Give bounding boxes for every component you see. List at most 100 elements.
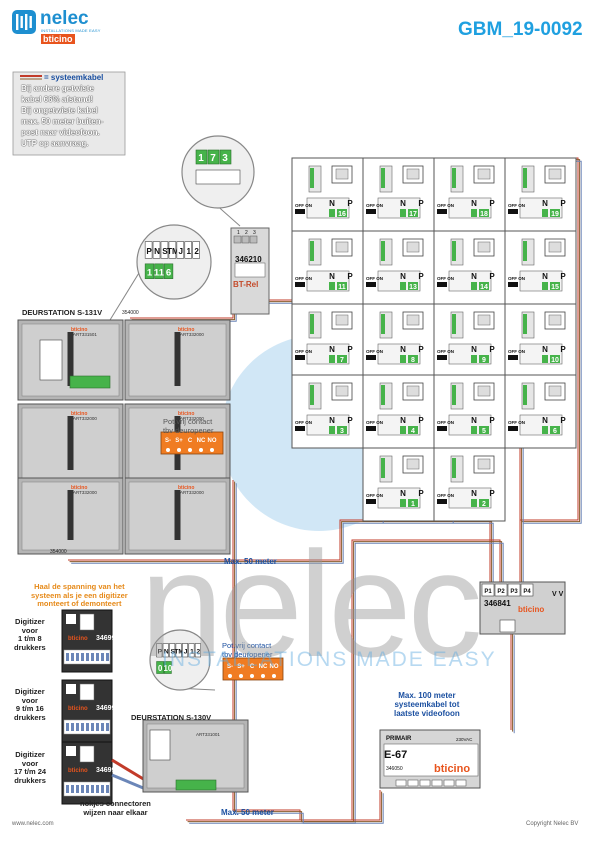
- monitor-screen-inner: [477, 168, 491, 180]
- logo-brand: nelec: [40, 8, 89, 29]
- digitizer-2-pin: [106, 723, 109, 731]
- digitizer-3-pin: [91, 785, 94, 793]
- monitor-address-number: 4: [411, 428, 415, 435]
- monitor-switch-label: OFF ON: [295, 349, 312, 354]
- terminal-zoom-top-label: TM: [167, 247, 179, 256]
- monitor-address-number: 1: [411, 501, 415, 508]
- monitor-switch: [366, 282, 376, 287]
- monitor-connector-green: [452, 458, 456, 478]
- monitor-connector-green: [310, 314, 314, 334]
- monitor-p-label: P: [418, 345, 424, 354]
- legend-box: [12, 71, 126, 156]
- monitor-switch-label: OFF ON: [366, 276, 383, 281]
- psu-code-top: 230VAC: [456, 737, 473, 742]
- legend-line: max. 50 meter buiten-: [21, 117, 104, 126]
- monitor-n-label: N: [400, 416, 406, 425]
- monitor-switch-label: OFF ON: [508, 203, 525, 208]
- digitizer-2-pin: [71, 723, 74, 731]
- monitor-n-label: N: [471, 416, 477, 425]
- monitor-switch: [508, 426, 518, 431]
- monitor-n-cell: [329, 355, 335, 363]
- logo-tagline: INSTALLATIONS MADE EASY: [41, 28, 101, 33]
- watermark-text: nelec: [140, 520, 483, 688]
- monitor-switch: [437, 282, 447, 287]
- monitor-connector-green: [452, 241, 456, 261]
- monitor-n-label: N: [471, 199, 477, 208]
- monitor-address-number: 19: [551, 211, 559, 218]
- terminal-zoom-top-label: 2: [194, 247, 199, 256]
- monitor-n-label: N: [400, 345, 406, 354]
- digitizer-1-pin: [66, 653, 69, 661]
- monitor-n-label: N: [329, 345, 335, 354]
- digitizer-3-pin: [81, 785, 84, 793]
- terminal-zoom-top-label: 1: [186, 247, 191, 256]
- psu-label: PRIMAIR: [386, 736, 412, 742]
- terminal-zoom-top-cell: [184, 241, 193, 259]
- digitizer-3-pin: [71, 785, 74, 793]
- monitor-switch: [295, 282, 305, 287]
- watermark-tagline: INSTALLATIONS MADE EASY: [162, 648, 497, 671]
- monitor-address-number: 18: [480, 211, 488, 218]
- psu-terminal: [455, 779, 467, 787]
- digitizer-note: Haal de spanning van het systeem als je …: [31, 582, 128, 609]
- monitor-screen-inner: [335, 314, 349, 326]
- station-top-module-slot: [67, 490, 74, 540]
- distributor-code: 346841: [484, 599, 511, 608]
- monitor-n-label: N: [400, 489, 406, 498]
- monitor-p-label: P: [489, 272, 495, 281]
- monitor-switch-label: OFF ON: [366, 493, 383, 498]
- relay-zoom-value: 7: [210, 153, 216, 164]
- monitor-n-label: N: [400, 272, 406, 281]
- monitor-address-number: 13: [409, 284, 417, 291]
- station-top-module-art: ART332000: [73, 416, 97, 421]
- digitizer-1-ce: [66, 614, 76, 624]
- monitor-switch-label: OFF ON: [508, 420, 525, 425]
- monitor-p-cell: [479, 499, 489, 507]
- monitor-n-label: N: [471, 272, 477, 281]
- monitor-connector-green: [523, 385, 527, 405]
- monitor-screen-inner: [335, 385, 349, 397]
- psu-terminal: [443, 779, 455, 787]
- digitizer-3-pin: [101, 785, 104, 793]
- monitor-p-label: P: [560, 345, 566, 354]
- monitor-screen-inner: [548, 385, 562, 397]
- distributor-port-label: P2: [497, 589, 505, 595]
- logo-mark: [12, 10, 36, 34]
- monitor-p-label: P: [489, 345, 495, 354]
- terminal-zoom-top-value: 6: [166, 267, 171, 278]
- monitor-n-label: N: [471, 345, 477, 354]
- station-top-module-brand: bticino: [71, 327, 87, 333]
- monitor-n-cell: [542, 209, 548, 217]
- digitizer-2-brand: bticino: [68, 706, 88, 712]
- monitor-p-cell: [479, 282, 489, 290]
- station-top-module-brand: bticino: [178, 327, 194, 333]
- monitor-screen-inner: [406, 385, 420, 397]
- monitor-switch: [366, 209, 376, 214]
- monitor-p-label: P: [560, 199, 566, 208]
- monitor-screen-inner: [477, 458, 491, 470]
- monitor-n-label: N: [329, 416, 335, 425]
- monitor-screen-inner: [548, 168, 562, 180]
- terminal-zoom-top-value: 11: [154, 267, 165, 278]
- monitor-p-cell: [337, 426, 347, 434]
- monitor-connector-green: [452, 314, 456, 334]
- monitor-n-label: N: [542, 272, 548, 281]
- contact-bottom-title: Pot.vrij contact tbv deuropener: [222, 641, 273, 659]
- monitor-connector-green: [381, 314, 385, 334]
- monitor-connector-green: [381, 168, 385, 188]
- monitor-switch-label: OFF ON: [295, 420, 312, 425]
- contact-bottom-screw: [228, 674, 232, 678]
- terminal-zoom-top-label: P: [146, 247, 152, 256]
- monitor-p-cell: [550, 426, 560, 434]
- monitor-n-cell: [471, 282, 477, 290]
- terminal-zoom-bottom-cell: [194, 643, 201, 658]
- contact-top-label: S-: [165, 438, 171, 444]
- digitizer-label-1: Digitizer voor 1 t/m 8 drukkers: [14, 617, 46, 652]
- terminal-zoom-bottom-label: N: [164, 648, 169, 655]
- station-top-cable-bottom: 354000: [50, 549, 67, 555]
- monitor-screen-inner: [477, 385, 491, 397]
- contact-top-label: S+: [175, 438, 183, 444]
- contact-top-label: NC: [197, 438, 206, 444]
- digitizer-2-pin: [81, 723, 84, 731]
